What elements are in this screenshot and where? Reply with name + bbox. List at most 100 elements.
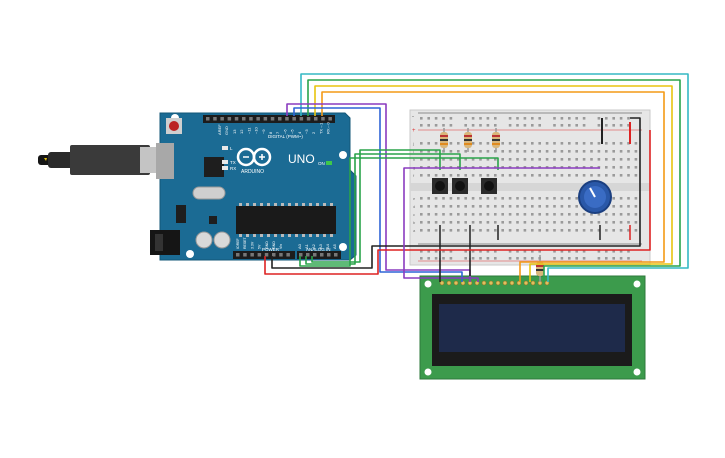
breadboard-hole[interactable]	[479, 142, 482, 145]
breadboard-hole[interactable]	[582, 142, 586, 145]
breadboard-hole[interactable]	[531, 124, 534, 127]
breadboard-hole[interactable]	[627, 250, 630, 253]
resistor-2[interactable]	[464, 128, 472, 152]
breadboard-hole[interactable]	[494, 124, 497, 127]
breadboard-hole[interactable]	[449, 229, 453, 232]
breadboard-hole[interactable]	[523, 174, 527, 177]
breadboard-hole[interactable]	[545, 150, 549, 153]
breadboard-hole[interactable]	[582, 213, 586, 216]
header-hole[interactable]	[314, 117, 318, 121]
lcd-pin[interactable]	[509, 280, 515, 286]
header-hole[interactable]	[206, 117, 210, 121]
breadboard-hole[interactable]	[479, 117, 482, 120]
reset-button[interactable]	[169, 121, 179, 131]
breadboard-hole[interactable]	[634, 150, 638, 153]
breadboard-hole[interactable]	[627, 117, 630, 120]
analog-header[interactable]	[297, 251, 341, 259]
breadboard-hole[interactable]	[634, 166, 638, 169]
breadboard-hole[interactable]	[464, 250, 467, 253]
breadboard-hole[interactable]	[619, 257, 623, 260]
breadboard-hole[interactable]	[531, 158, 534, 161]
breadboard-hole[interactable]	[479, 250, 482, 253]
breadboard-hole[interactable]	[560, 250, 564, 253]
breadboard-hole[interactable]	[434, 257, 438, 260]
breadboard-hole[interactable]	[434, 229, 438, 232]
breadboard-hole[interactable]	[508, 213, 512, 216]
breadboard-hole[interactable]	[545, 221, 549, 224]
breadboard-hole[interactable]	[457, 197, 460, 200]
breadboard-hole[interactable]	[486, 213, 490, 216]
push-button-3[interactable]	[481, 178, 497, 194]
breadboard-hole[interactable]	[538, 117, 541, 120]
breadboard-hole[interactable]	[612, 142, 615, 145]
breadboard-hole[interactable]	[427, 197, 430, 200]
breadboard-hole[interactable]	[420, 221, 423, 224]
breadboard-hole[interactable]	[420, 205, 423, 208]
breadboard-hole[interactable]	[605, 124, 608, 127]
power-header[interactable]	[233, 251, 295, 259]
header-hole[interactable]	[213, 117, 217, 121]
breadboard-hole[interactable]	[449, 124, 453, 127]
breadboard-hole[interactable]	[612, 221, 615, 224]
breadboard-hole[interactable]	[427, 142, 430, 145]
breadboard-hole[interactable]	[508, 150, 512, 153]
breadboard-hole[interactable]	[605, 158, 608, 161]
breadboard-hole[interactable]	[471, 205, 475, 208]
breadboard-hole[interactable]	[612, 197, 615, 200]
breadboard-hole[interactable]	[442, 117, 445, 120]
breadboard-hole[interactable]	[545, 158, 549, 161]
breadboard-hole[interactable]	[471, 250, 475, 253]
breadboard-hole[interactable]	[494, 213, 497, 216]
breadboard-hole[interactable]	[531, 150, 534, 153]
breadboard-hole[interactable]	[560, 257, 564, 260]
breadboard-hole[interactable]	[486, 142, 490, 145]
breadboard-hole[interactable]	[627, 257, 630, 260]
breadboard-hole[interactable]	[434, 213, 438, 216]
breadboard-hole[interactable]	[531, 229, 534, 232]
breadboard-hole[interactable]	[575, 205, 578, 208]
breadboard-hole[interactable]	[494, 197, 497, 200]
breadboard-hole[interactable]	[531, 221, 534, 224]
breadboard-hole[interactable]	[501, 197, 504, 200]
breadboard-hole[interactable]	[582, 250, 586, 253]
breadboard-hole[interactable]	[575, 221, 578, 224]
breadboard-hole[interactable]	[486, 174, 490, 177]
breadboard-hole[interactable]	[538, 250, 541, 253]
breadboard-hole[interactable]	[427, 213, 430, 216]
breadboard-hole[interactable]	[494, 117, 497, 120]
header-hole[interactable]	[286, 253, 290, 257]
breadboard-hole[interactable]	[575, 142, 578, 145]
breadboard-hole[interactable]	[568, 197, 571, 200]
breadboard-hole[interactable]	[501, 142, 504, 145]
breadboard-hole[interactable]	[538, 205, 541, 208]
breadboard-hole[interactable]	[516, 229, 519, 232]
resistor-backlight[interactable]	[536, 255, 544, 282]
breadboard-hole[interactable]	[538, 229, 541, 232]
breadboard-hole[interactable]	[531, 142, 534, 145]
breadboard-hole[interactable]	[442, 197, 445, 200]
breadboard-hole[interactable]	[427, 174, 430, 177]
breadboard-hole[interactable]	[449, 150, 453, 153]
breadboard-hole[interactable]	[516, 205, 519, 208]
breadboard-hole[interactable]	[434, 150, 438, 153]
breadboard-hole[interactable]	[449, 117, 453, 120]
breadboard-hole[interactable]	[590, 213, 593, 216]
breadboard-hole[interactable]	[516, 150, 519, 153]
breadboard-hole[interactable]	[619, 117, 623, 120]
resistor-1[interactable]	[440, 128, 448, 152]
breadboard-hole[interactable]	[612, 213, 615, 216]
breadboard-hole[interactable]	[612, 150, 615, 153]
breadboard-hole[interactable]	[619, 174, 623, 177]
breadboard-hole[interactable]	[464, 221, 467, 224]
breadboard-hole[interactable]	[442, 213, 445, 216]
breadboard-hole[interactable]	[420, 197, 423, 200]
breadboard-hole[interactable]	[538, 174, 541, 177]
header-hole[interactable]	[279, 253, 283, 257]
header-hole[interactable]	[250, 253, 254, 257]
breadboard-hole[interactable]	[553, 229, 556, 232]
header-hole[interactable]	[257, 253, 262, 257]
breadboard-hole[interactable]	[508, 142, 512, 145]
header-hole[interactable]	[272, 253, 276, 257]
breadboard-hole[interactable]	[442, 257, 445, 260]
breadboard-hole[interactable]	[516, 124, 519, 127]
